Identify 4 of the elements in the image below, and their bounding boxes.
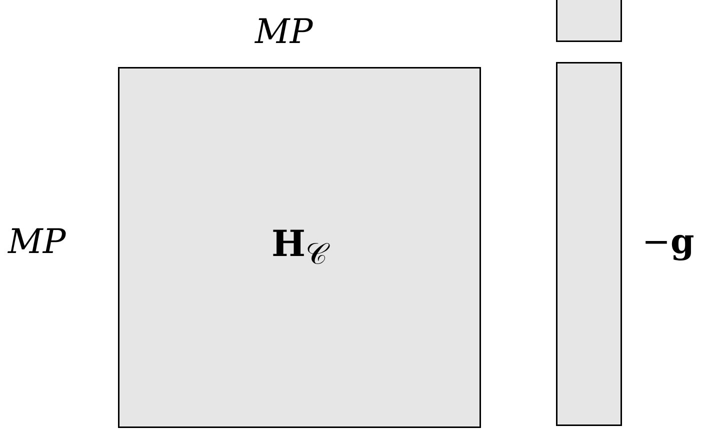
dimension-label: MP xyxy=(8,222,66,262)
vector-symbol: −g xyxy=(642,222,694,262)
matrix-symbol: H$_{𝒞}$ xyxy=(271,222,328,272)
dimension-label: MP xyxy=(255,12,313,52)
